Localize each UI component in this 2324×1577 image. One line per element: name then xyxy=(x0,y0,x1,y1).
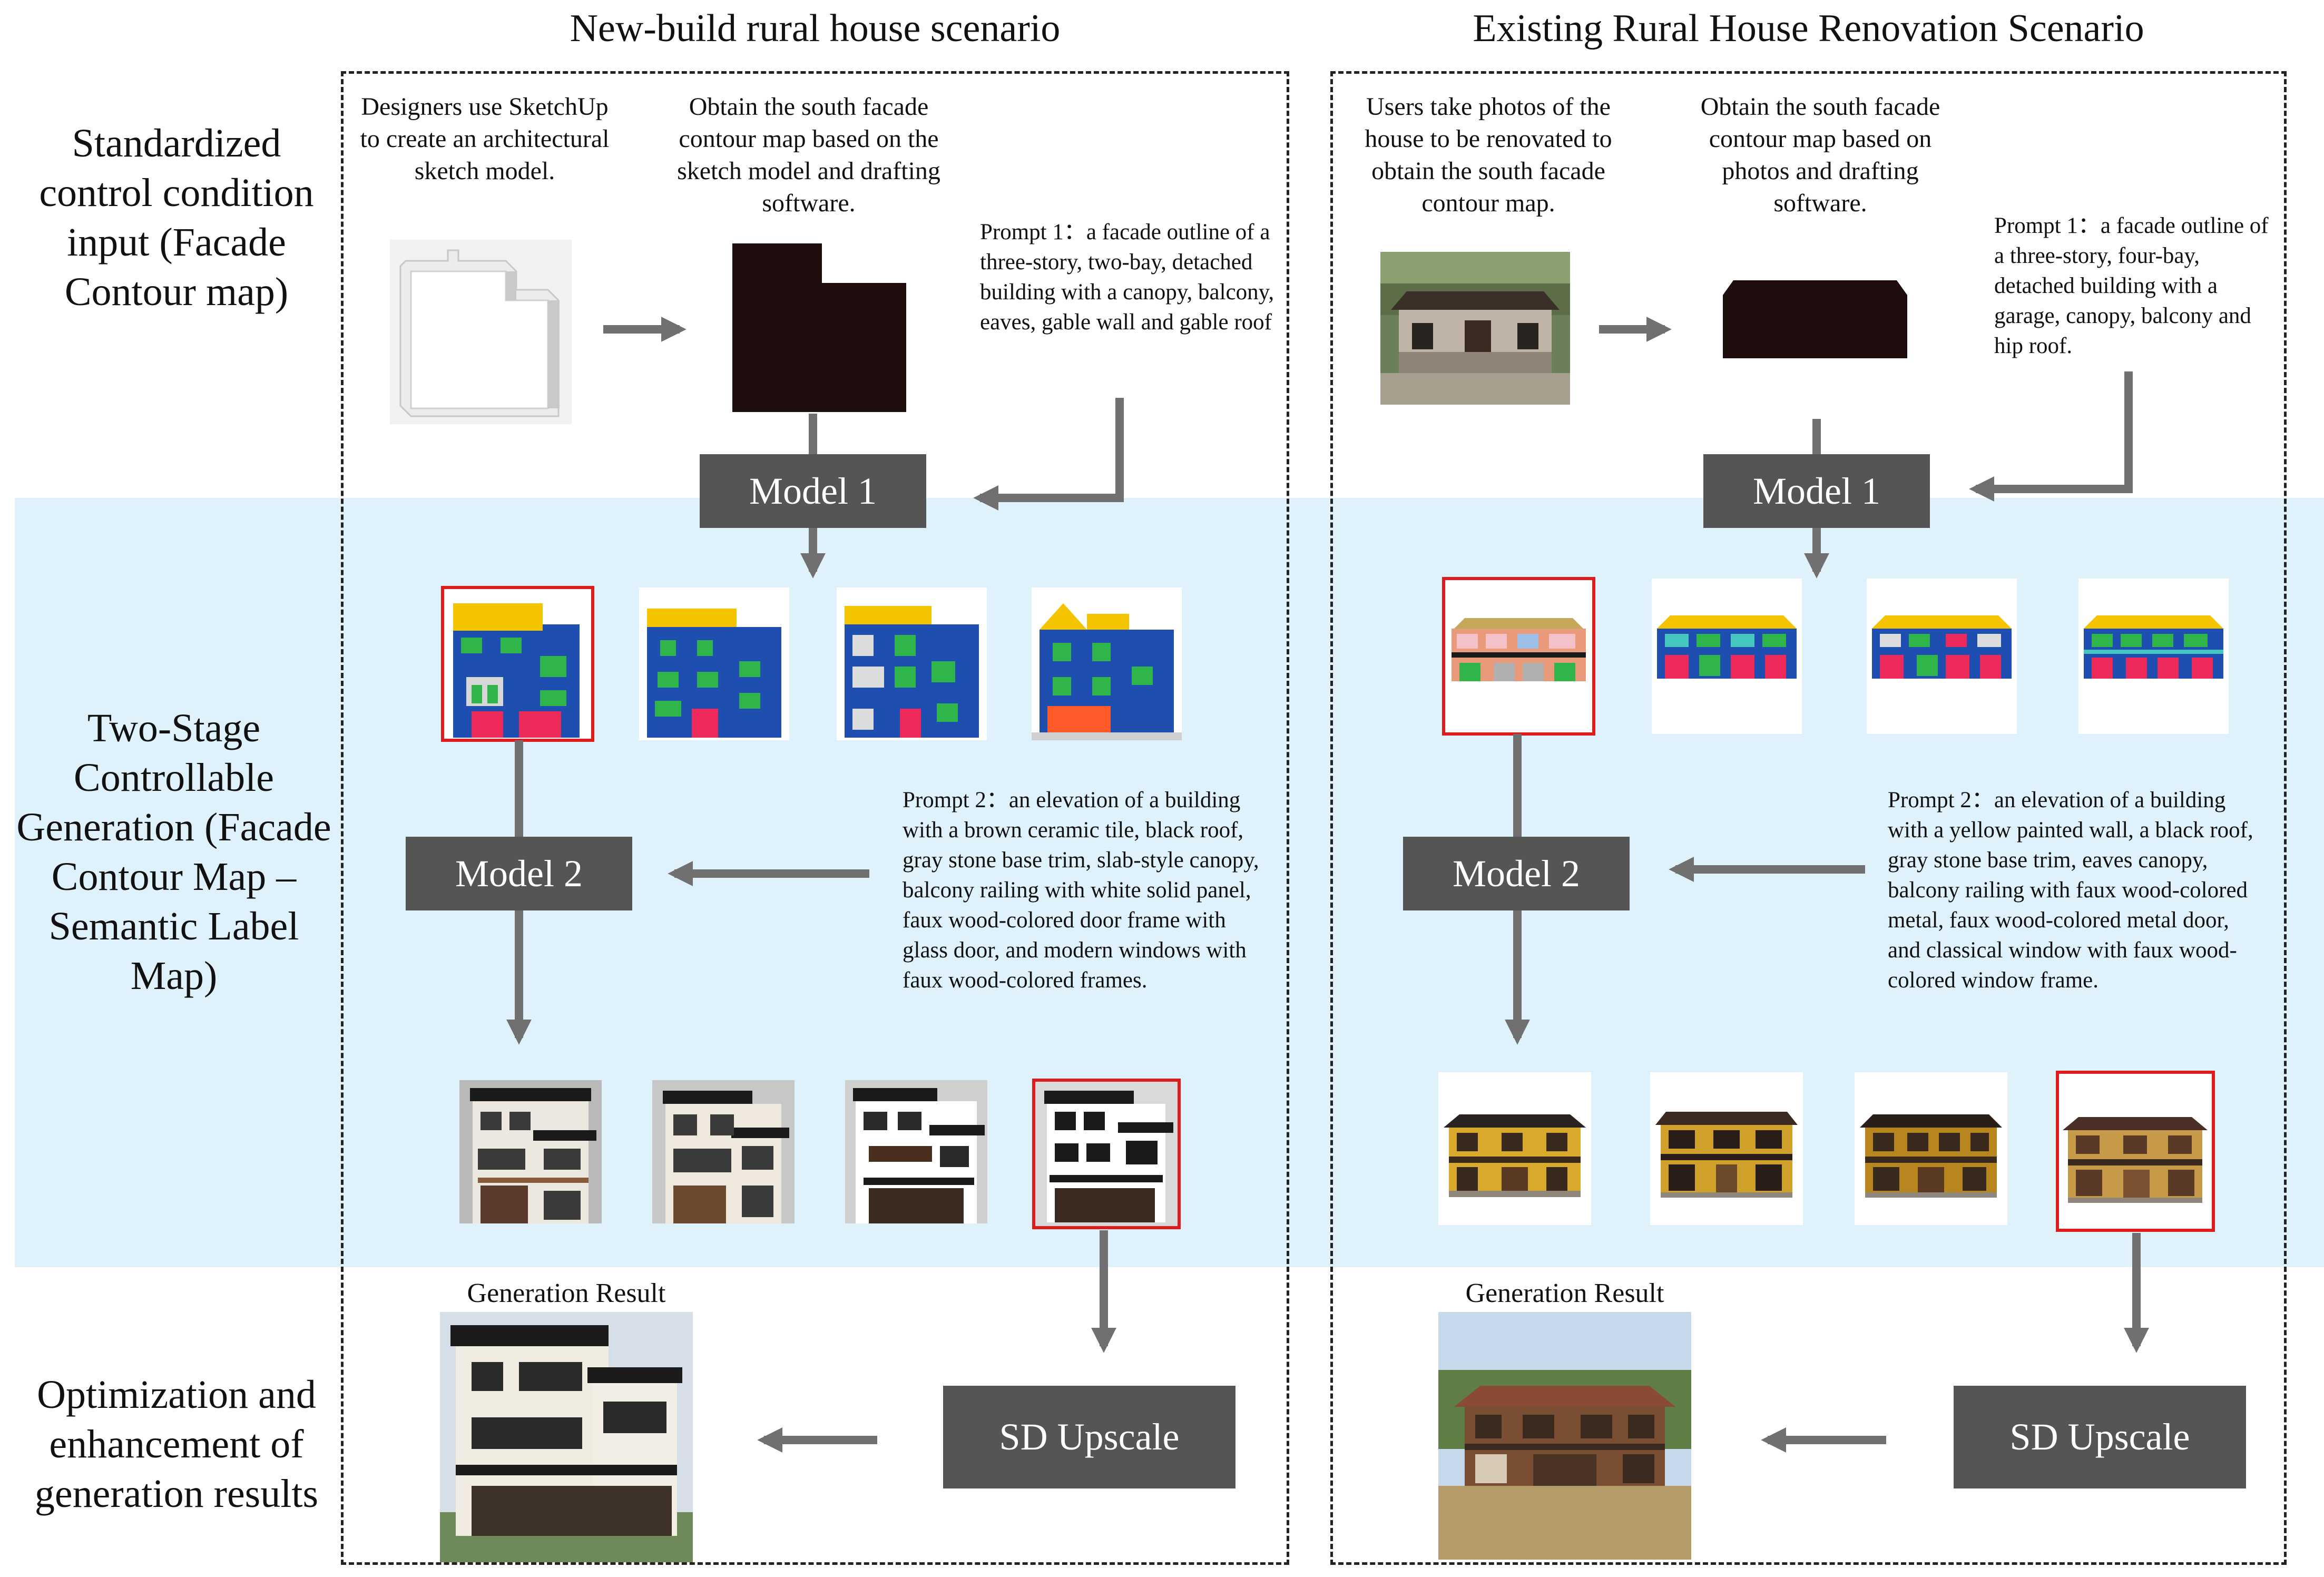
right-step1-text: Users take photos of the house to be ren… xyxy=(1365,93,1612,217)
left-prompt1-text: Prompt 1：a facade outline of a three-sto… xyxy=(980,220,1274,335)
left-elevation-2 xyxy=(652,1080,795,1223)
right-label-map-4 xyxy=(2078,579,2229,734)
left-label-map-3 xyxy=(837,587,987,740)
right-label-map-selected xyxy=(1442,577,1595,736)
right-step2-text: Obtain the south facade contour map base… xyxy=(1700,93,1940,217)
right-elevation-2 xyxy=(1650,1072,1803,1225)
right-scenario-title: Existing Rural House Renovation Scenario xyxy=(1473,7,2144,50)
right-model2-box: Model 2 xyxy=(1403,837,1630,910)
row-label-input: Standardized control condition input (Fa… xyxy=(39,121,314,314)
left-label-map-selected xyxy=(441,586,594,742)
existing-house-photo xyxy=(1380,252,1570,405)
left-generation-result-image xyxy=(440,1312,693,1562)
right-generation-result-image xyxy=(1438,1312,1691,1560)
left-contour-map xyxy=(732,243,906,412)
right-elevation-1 xyxy=(1438,1072,1591,1225)
left-elevation-selected xyxy=(1032,1079,1181,1229)
left-elevation-3 xyxy=(845,1080,987,1223)
right-contour-map xyxy=(1723,280,1907,358)
right-scenario-panel xyxy=(1330,71,2287,1565)
row-label-optimization: Optimization and enhancement of generati… xyxy=(34,1373,319,1516)
right-elevation-3 xyxy=(1855,1072,2007,1225)
arrow-prompt1-to-model1-right xyxy=(1969,371,2133,502)
left-scenario-panel xyxy=(341,71,1289,1565)
right-label-map-2 xyxy=(1652,579,1802,734)
left-model1-box: Model 1 xyxy=(700,454,926,528)
left-result-title: Generation Result xyxy=(467,1278,666,1308)
right-prompt1-text: Prompt 1：a facade outline of a three-sto… xyxy=(1994,213,2269,358)
row-label-generation: Two-Stage Controllable Generation (Facad… xyxy=(16,706,331,998)
right-sd-upscale-box: SD Upscale xyxy=(1954,1386,2246,1488)
left-sd-upscale-box: SD Upscale xyxy=(943,1386,1235,1488)
sketchup-model-image xyxy=(390,240,572,424)
right-label-map-3 xyxy=(1867,579,2017,734)
right-elevation-selected xyxy=(2056,1071,2215,1232)
right-result-title: Generation Result xyxy=(1465,1278,1664,1308)
left-label-map-4 xyxy=(1032,587,1182,740)
right-model1-box: Model 1 xyxy=(1703,454,1930,528)
left-model2-box: Model 2 xyxy=(406,837,632,910)
left-prompt2-text: Prompt 2：an elevation of a building with… xyxy=(903,788,1259,993)
left-step2-text: Obtain the south facade contour map base… xyxy=(677,93,940,217)
right-prompt2-text: Prompt 2：an elevation of a building with… xyxy=(1888,788,2253,993)
left-scenario-title: New-build rural house scenario xyxy=(570,7,1061,50)
left-elevation-1 xyxy=(459,1080,602,1223)
left-step1-text: Designers use SketchUp to create an arch… xyxy=(360,93,610,185)
left-label-map-2 xyxy=(639,587,789,740)
arrow-prompt1-to-model1-left xyxy=(973,398,1124,511)
